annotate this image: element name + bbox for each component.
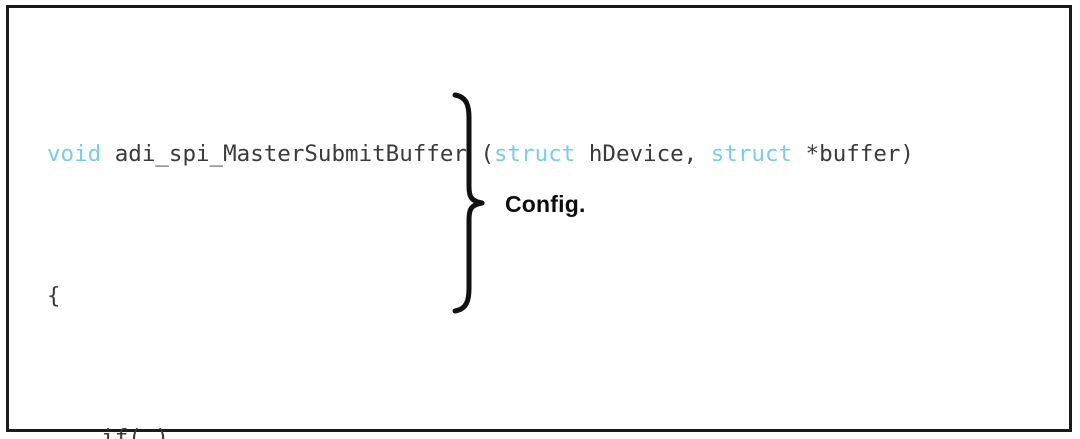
keyword-struct-1: struct [494,140,576,167]
code-line-open-brace: { [47,282,61,309]
figure-frame: void adi_spi_MasterSubmitBuffer (struct … [6,5,1072,439]
keyword-struct-2: struct [710,140,793,167]
param-hdevice: hDevice, [575,140,711,167]
function-signature-part-1: adi_spi_MasterSubmitBuffer ( [101,140,495,167]
keyword-void: void [47,140,102,167]
code-listing: void adi_spi_MasterSubmitBuffer (struct … [47,30,1057,439]
param-buffer: *buffer) [792,140,914,167]
config-annotation-label: Config. [505,191,586,217]
code-line-signature: void adi_spi_MasterSubmitBuffer (struct … [47,137,1057,173]
code-line-if: if(…) [47,424,169,439]
